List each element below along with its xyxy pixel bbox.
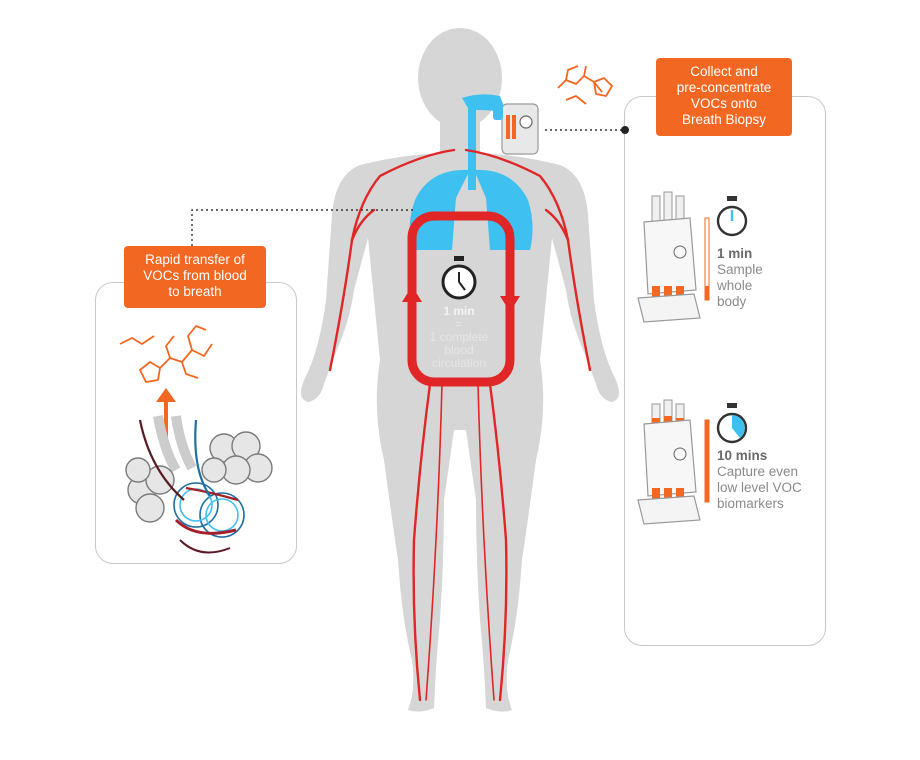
- sample-caption-2: 10 mins Capture even low level VOC bioma…: [717, 448, 802, 512]
- molecule-icon: [119, 325, 213, 383]
- circulation-label: 1 min = 1 complete blood circulation: [409, 305, 509, 370]
- circulation-loop: [402, 211, 520, 387]
- sample-progress-1: [704, 217, 710, 301]
- connector-lines: [191, 129, 624, 246]
- sample-progress-2: [704, 419, 710, 503]
- transfer-callout: Rapid transfer of VOCs from blood to bre…: [124, 246, 266, 308]
- collect-callout: Collect and pre-concentrate VOCs onto Br…: [656, 58, 792, 136]
- sample-text-2c: biomarkers: [717, 496, 784, 511]
- blood-vessels: [328, 148, 592, 702]
- collect-line2: pre-concentrate: [676, 80, 772, 95]
- alveoli-icon: [125, 415, 273, 554]
- progress-fill: [705, 286, 709, 300]
- sample-text-1a: Sample: [717, 262, 763, 277]
- sample-cartridge-icon: [637, 399, 701, 525]
- circulation-equals: =: [455, 317, 463, 331]
- sample-text-2b: low level VOC: [717, 480, 802, 495]
- connector-dot: [621, 126, 629, 134]
- transfer-line2: VOCs from blood: [143, 268, 247, 283]
- circulation-line3: circulation: [431, 356, 487, 370]
- circulation-line2: blood: [444, 343, 474, 357]
- sample-time-2: 10 mins: [717, 448, 768, 463]
- sample-text-1b: whole: [717, 278, 753, 293]
- mask-device-icon: [493, 103, 539, 155]
- sample-caption-1: 1 min Sample whole body: [717, 246, 763, 310]
- sample-cartridge-icon: [637, 191, 701, 323]
- progress-fill: [705, 420, 709, 502]
- sample-text-2a: Capture even: [717, 464, 799, 479]
- transfer-line1: Rapid transfer of: [145, 252, 245, 267]
- sample-time-1: 1 min: [717, 246, 753, 261]
- circulation-line1: 1 complete: [429, 330, 489, 344]
- circulation-time: 1 min: [443, 304, 475, 318]
- transfer-line3: to breath: [168, 284, 222, 299]
- stopwatch-icon: [716, 196, 748, 237]
- airway: [409, 94, 533, 250]
- collect-line4: Breath Biopsy: [681, 112, 767, 127]
- collect-line3: VOCs onto: [690, 96, 758, 111]
- stopwatch-icon: [441, 256, 477, 300]
- collect-line1: Collect and: [690, 64, 758, 79]
- molecule-icon: [557, 65, 613, 105]
- sample-text-1c: body: [717, 294, 747, 309]
- stopwatch-icon: [716, 403, 748, 444]
- right-panel: [624, 96, 826, 646]
